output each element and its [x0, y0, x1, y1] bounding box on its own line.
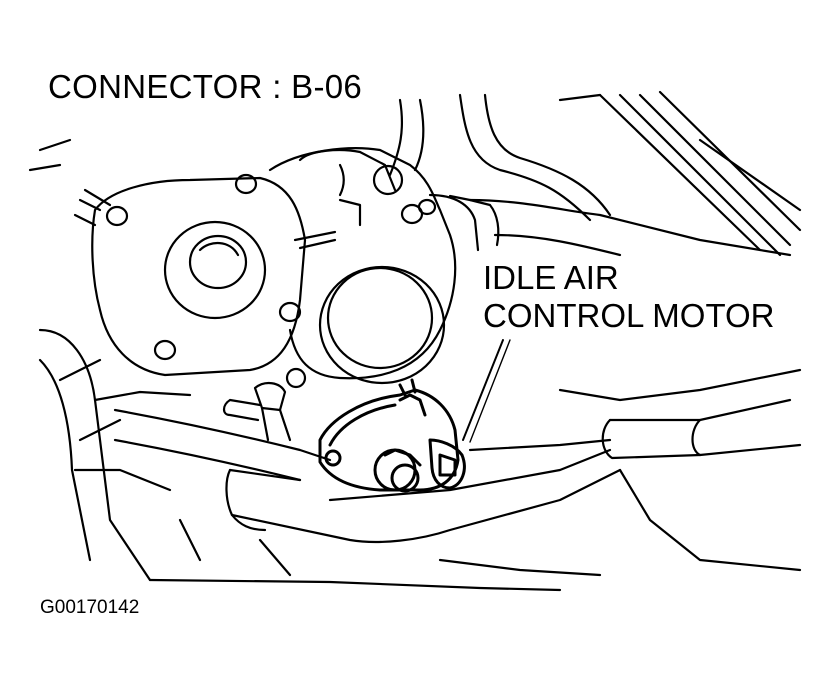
callout-line-2: CONTROL MOTOR	[483, 297, 775, 334]
fittings	[224, 369, 305, 440]
throttle-body-housing	[270, 148, 498, 383]
connector-label: CONNECTOR : B-06	[48, 68, 363, 105]
callout-line-1: IDLE AIR	[483, 259, 619, 296]
idle-air-control-motor	[320, 380, 464, 491]
callout-leader-line-2	[470, 340, 510, 442]
component-callout: IDLE AIR CONTROL MOTOR	[483, 259, 775, 335]
throttle-flange	[75, 175, 305, 375]
left-frame-lines	[30, 140, 560, 590]
figure-id: G00170142	[40, 597, 140, 618]
lower-hoses	[115, 370, 800, 575]
upper-hoses	[390, 92, 800, 255]
callout-leader-line	[463, 340, 503, 440]
